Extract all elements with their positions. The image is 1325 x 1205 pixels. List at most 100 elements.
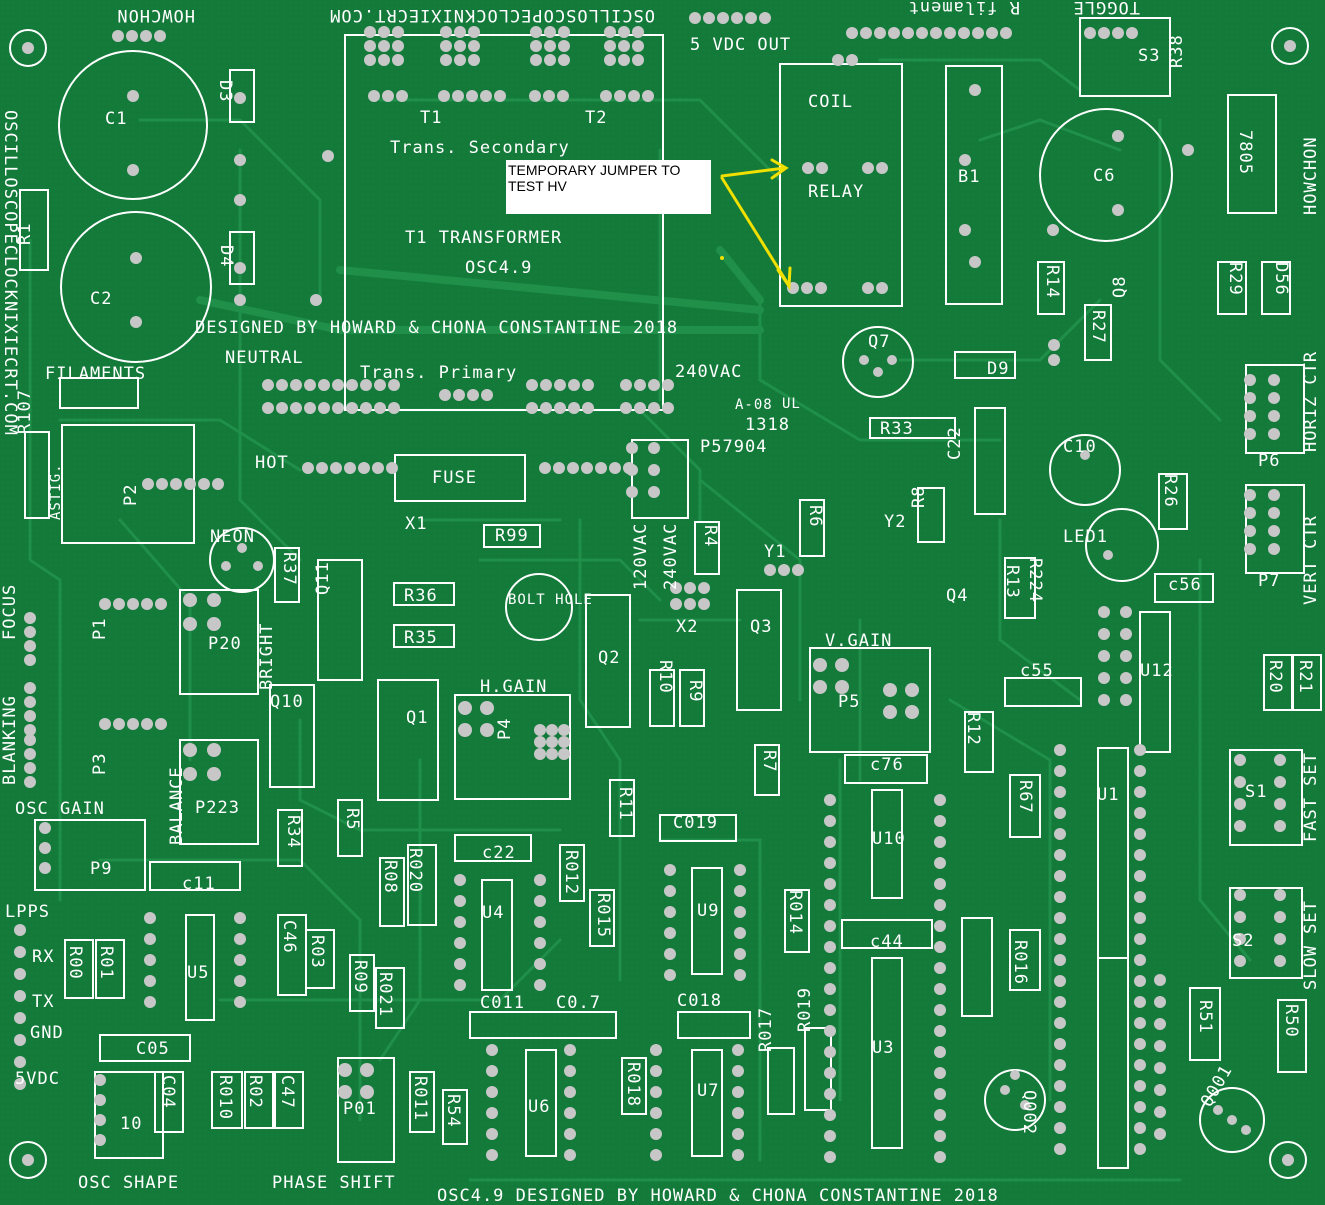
pad (14, 968, 26, 980)
pad (958, 27, 970, 39)
pad (39, 862, 51, 874)
pad (1274, 798, 1286, 810)
ref-c018: C018 (677, 991, 722, 1011)
ref-s2: S2 (1232, 931, 1254, 951)
pad (832, 54, 844, 66)
pad (439, 389, 451, 401)
pad (454, 54, 466, 66)
ref-d3: D3 (215, 80, 235, 102)
pad (544, 26, 556, 38)
ref-d56: D56 (1271, 262, 1291, 296)
ref-r34: R34 (283, 815, 303, 849)
silk-toggle: TOGGLE (1073, 0, 1140, 17)
ref-r5: R5 (342, 808, 362, 830)
pad (813, 680, 827, 694)
pad (1054, 1038, 1066, 1050)
pad (346, 379, 358, 391)
pad (732, 1149, 744, 1161)
silk-left-url: OSCILLOSCOPECLOCKNIXIECRT.COM (0, 110, 20, 436)
pad (253, 561, 263, 571)
pad (557, 90, 569, 102)
ref-r4: R4 (700, 525, 720, 547)
pad (1134, 765, 1146, 777)
pad (392, 26, 404, 38)
pad (1134, 1059, 1146, 1071)
pad (582, 379, 594, 391)
pad (234, 154, 246, 166)
pad (440, 26, 452, 38)
pad (207, 593, 221, 607)
ref-r014: R014 (785, 890, 805, 935)
ref-u6: U6 (528, 1097, 550, 1117)
pad (1154, 1062, 1166, 1074)
pad (452, 90, 464, 102)
pad (234, 996, 246, 1008)
pad (24, 682, 36, 694)
pad (824, 815, 836, 827)
pad (628, 90, 640, 102)
pad (618, 40, 630, 52)
pad (745, 12, 757, 24)
pad (1244, 392, 1256, 404)
pad (454, 958, 466, 970)
pad (1274, 820, 1286, 832)
pad (1268, 410, 1280, 422)
ref-r11: R11 (615, 787, 635, 821)
pad (1234, 955, 1246, 967)
pad (24, 626, 36, 638)
pad (14, 1078, 26, 1090)
pad (581, 462, 593, 474)
pad (620, 402, 632, 414)
ref-r54: R54 (443, 1094, 463, 1128)
pad (558, 26, 570, 38)
ref-q10: Q10 (270, 692, 304, 712)
pad (1134, 870, 1146, 882)
pad (14, 1056, 26, 1068)
pad (1182, 144, 1194, 156)
pad (1120, 672, 1132, 684)
pad (564, 1149, 576, 1161)
pad (304, 402, 316, 414)
silk-trans-secondary: Trans. Secondary (390, 138, 570, 158)
pad (859, 355, 869, 365)
pad (1134, 1038, 1146, 1050)
pad (1120, 694, 1132, 706)
pad (862, 282, 874, 294)
pad (543, 90, 555, 102)
pad (618, 26, 630, 38)
pad (1134, 1080, 1146, 1092)
pad (1054, 1017, 1066, 1029)
pad (438, 90, 450, 102)
pad (934, 1025, 946, 1037)
ref-x1: X1 (405, 514, 427, 534)
pad (534, 895, 546, 907)
ref-p2: P2 (121, 484, 141, 506)
pad (1126, 27, 1138, 39)
pad (626, 442, 638, 454)
pad (1112, 204, 1124, 216)
pad (141, 598, 153, 610)
pad (1098, 672, 1110, 684)
pad (934, 1046, 946, 1058)
pad (534, 958, 546, 970)
pad (1054, 975, 1066, 987)
pad (732, 1086, 744, 1098)
pad (1054, 870, 1066, 882)
pad (1134, 933, 1146, 945)
ref-c6: C6 (1093, 166, 1115, 186)
pad (698, 582, 710, 594)
pad (1134, 1101, 1146, 1113)
ref-r021: R021 (375, 972, 395, 1017)
silkscreen-outlines (19, 17, 1322, 1169)
silk-fuse: FUSE (432, 468, 477, 488)
pad (454, 979, 466, 991)
pad (1244, 410, 1256, 422)
pad (486, 1128, 498, 1140)
ref-q1: Q1 (406, 708, 428, 728)
pad (959, 224, 971, 236)
silk-240vac-vertical: 240VAC (661, 523, 681, 590)
pad (154, 30, 166, 42)
pad (930, 27, 942, 39)
pad (388, 402, 400, 414)
pad (454, 40, 466, 52)
